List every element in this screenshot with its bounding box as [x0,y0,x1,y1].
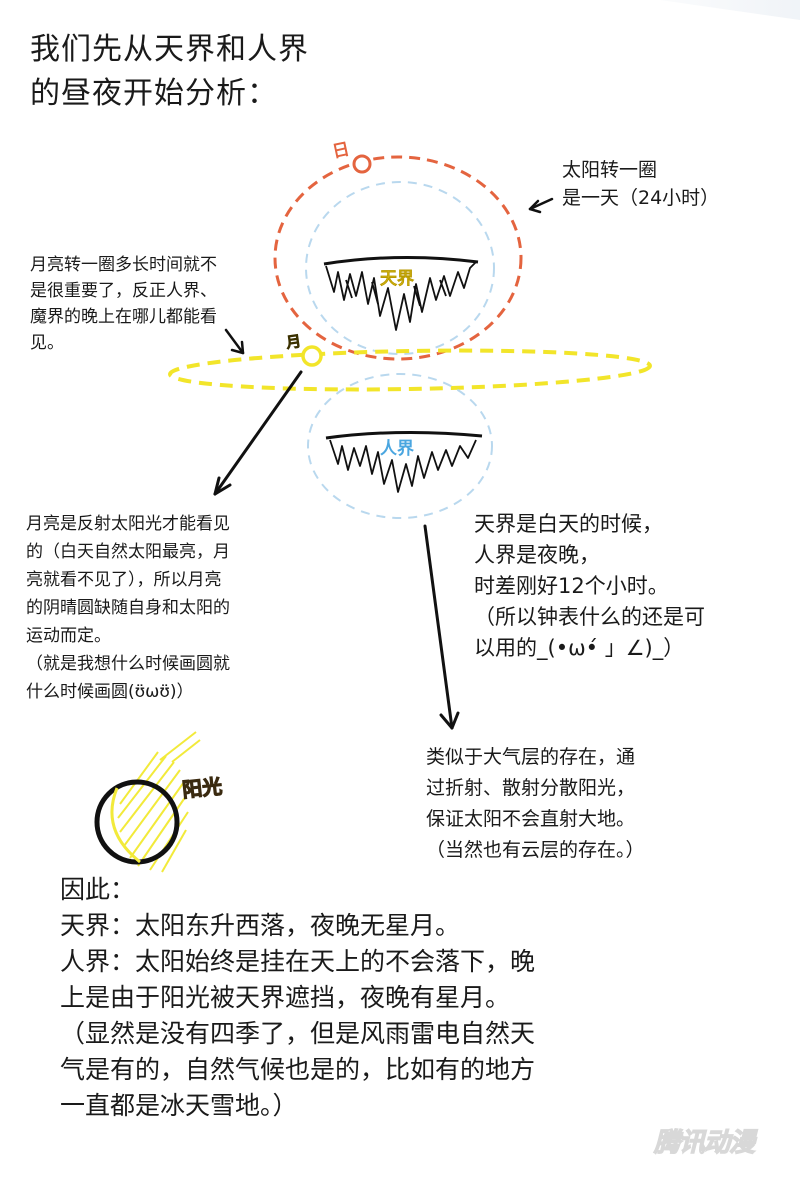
sunlight-label: 阳光 [181,773,224,803]
moon-orbit-note: 月亮转一圈多长时间就不 是很重要了，反正人界、 魔界的晚上在哪儿都能看 见。 [30,255,217,353]
arrow-icon [528,197,554,214]
atmosphere-note: 类似于大气层的存在，通 过折射、散射分散阳光， 保证太阳不会直射大地。 （当然也… [426,746,645,861]
moon-circle-icon [301,345,323,367]
arrow-icon [213,370,303,496]
moon-label: 月 [284,332,303,353]
moon-phase-note: 月亮是反射太阳光才能看见 的（白天自然太阳最亮，月 亮就看不见了），所以月亮 的… [26,514,230,702]
sun-orbit-note: 太阳转一圈 是一天（24小时） [562,159,720,209]
arrow-icon [423,524,460,730]
conclusion-text: 因此： 天界：太阳东升西落，夜晚无星月。 人界：太阳始终是挂在天上的不会落下，晚… [60,875,536,1120]
arrow-icon [224,328,245,355]
sun-label: 日 [330,139,352,163]
sun-circle-icon [352,154,372,174]
sun-orbit [273,155,523,361]
day-night-note: 天界是白天的时候， 人界是夜晚， 时差刚好12个小时。 （所以钟表什么的还是可 … [474,512,705,660]
corner-smudge [660,0,800,20]
watermark-logo: 腾讯动漫 [653,1127,755,1158]
human-realm-label: 人界 [380,439,414,459]
page-title: 我们先从天界和人界 的昼夜开始分析： [30,32,309,111]
heaven-realm-label: 天界 [380,269,414,289]
moon-orbit [168,348,652,392]
